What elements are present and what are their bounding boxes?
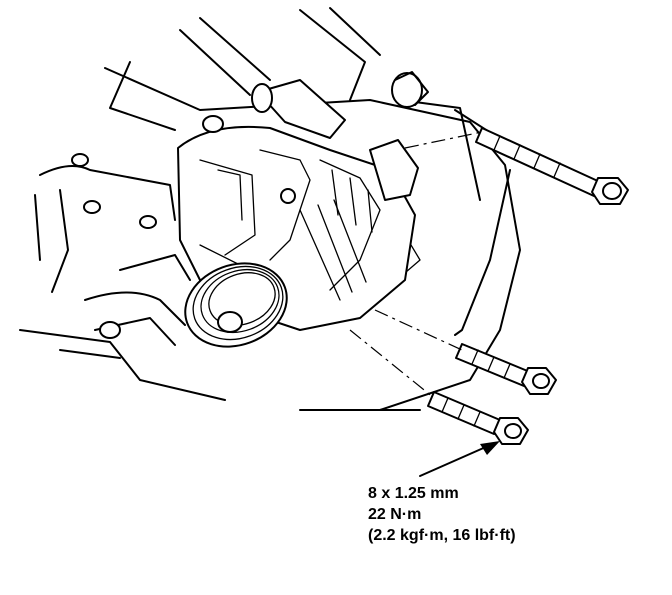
lower-bolt [427,391,529,445]
torque-alt-units-text: (2.2 kgf·m, 16 lbf·ft) [368,527,516,544]
engine-block-left [19,153,226,401]
torque-spec-callout: 8 x 1.25 mm 22 N·m (2.2 kgf·m, 16 lbf·ft… [368,483,516,546]
upper-hose [251,7,429,139]
callout-leader-arrow [419,441,500,477]
upper-bolt [475,127,629,205]
bolt-size-text: 8 x 1.25 mm [368,485,459,502]
middle-bolt [455,343,557,395]
torque-nm-text: 22 N·m [368,506,422,523]
alternator-pulley [184,262,288,348]
alignment-lines [349,131,483,399]
